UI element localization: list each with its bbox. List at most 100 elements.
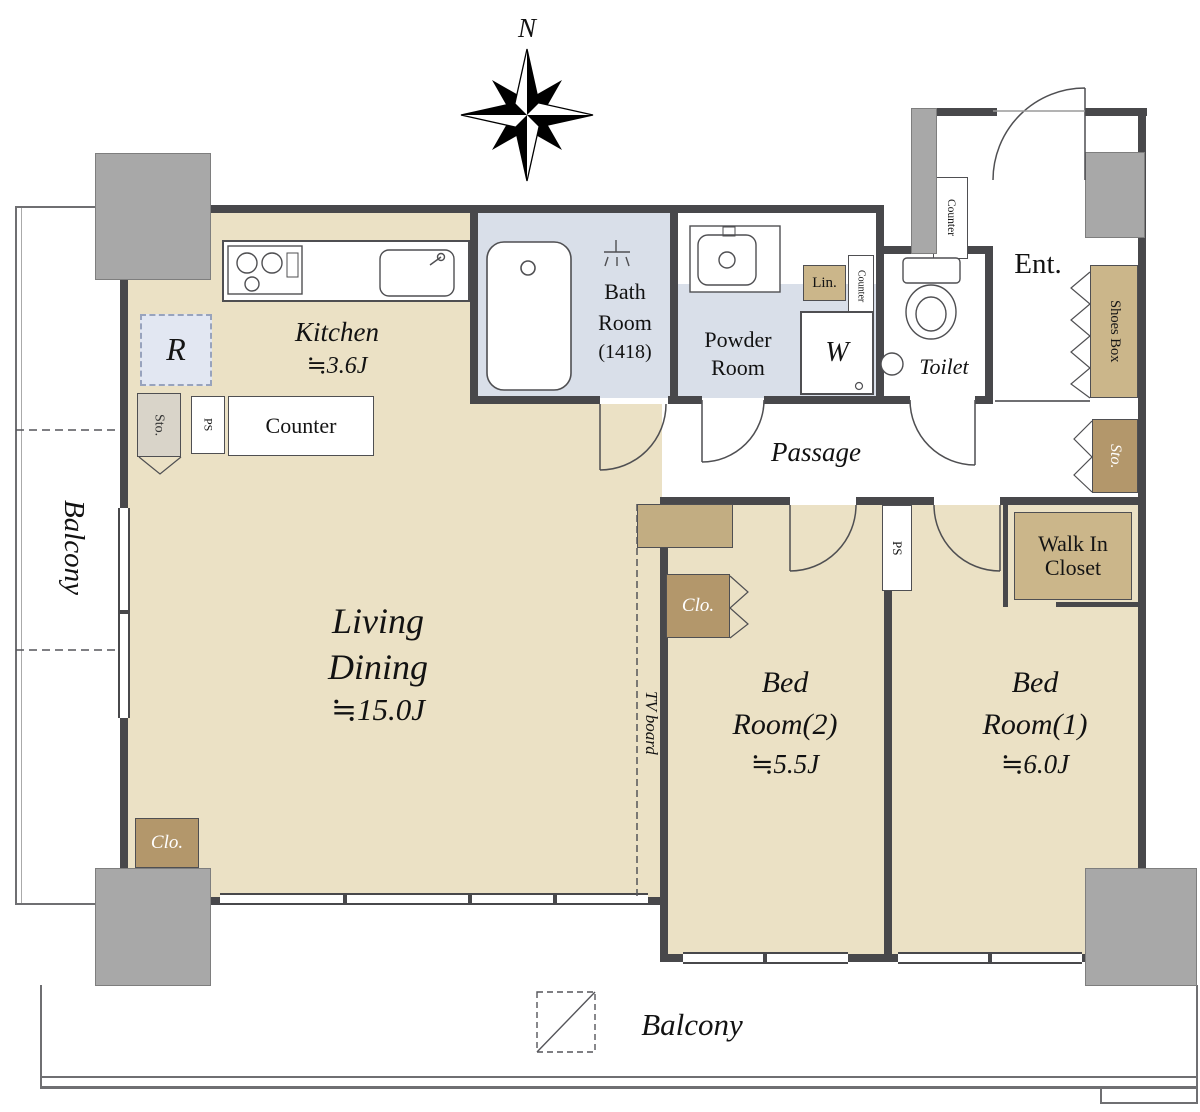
bath-line1: Bath: [604, 279, 646, 304]
window: [220, 893, 648, 905]
balcony-rail: [15, 903, 122, 905]
bedroom1-line1: Bed: [1011, 666, 1059, 699]
passage-label: Passage: [771, 437, 861, 467]
dashed-line: [16, 429, 638, 898]
bath-label: Bath Room (1418): [578, 276, 672, 367]
counter-powder: Counter: [848, 255, 874, 317]
living-line1: Living: [331, 601, 424, 641]
balcony-rail: [21, 206, 22, 905]
balcony-rail: [40, 1086, 1198, 1089]
window-mullion: [468, 893, 472, 905]
wall: [1138, 108, 1146, 962]
bedroom2-size: ≒5.5J: [750, 749, 820, 779]
compass-north-label: N: [517, 13, 536, 43]
wall: [1056, 602, 1138, 607]
shower-icon: [604, 240, 630, 267]
bath-line2: Room: [598, 310, 652, 336]
shoes-box-label: Shoes Box: [1106, 300, 1123, 363]
wall: [985, 246, 993, 404]
pipe-shaft-kitchen-label: PS: [201, 418, 216, 432]
closet-upper-block: [637, 504, 733, 548]
wall: [670, 205, 678, 404]
balcony-rail: [1196, 985, 1198, 1104]
entrance-step-line: [995, 400, 1090, 402]
washing-machine-box: W: [800, 311, 874, 395]
bathtub-icon: [486, 241, 572, 391]
storage-kitchen: Sto.: [137, 393, 181, 457]
closet-bedroom2-label: Clo.: [681, 594, 715, 616]
entrance-label: Ent.: [1014, 248, 1062, 280]
washer-dial-icon: [854, 381, 864, 391]
bedroom1-label: Bed Room(1) ≒6.0J: [950, 662, 1120, 784]
wall: [668, 396, 702, 404]
living-floor-east: [470, 404, 662, 900]
living-dining-label: Living Dining ≒15.0J: [288, 598, 468, 730]
closet-living: Clo.: [135, 818, 199, 868]
wall: [913, 108, 997, 116]
counter-entrance: Counter: [933, 177, 968, 259]
column: [911, 108, 937, 254]
refrigerator-label: R: [166, 331, 186, 368]
balcony-bottom-label: Balcony: [641, 1007, 743, 1042]
storage-kitchen-label: Sto.: [151, 413, 167, 437]
door-arc: [599, 87, 1086, 572]
kitchen-label: Kitchen: [295, 317, 379, 347]
wall: [1000, 497, 1138, 505]
wall: [668, 497, 790, 505]
walk-in-closet-line1: Walk In: [1038, 530, 1108, 556]
wall: [660, 497, 668, 962]
balcony-rail: [15, 206, 95, 208]
column: [95, 868, 211, 986]
living-size: ≒15.0J: [331, 692, 425, 728]
storage-entrance: Sto.: [1092, 419, 1138, 493]
balcony-rail: [1100, 1102, 1198, 1104]
column: [1085, 868, 1197, 986]
sink-icon: [379, 249, 455, 297]
counter-powder-label: Counter: [855, 269, 867, 303]
powder-label: Powder Room: [676, 326, 800, 381]
balcony-rail: [40, 985, 42, 1088]
window-mullion: [988, 952, 992, 964]
wall: [470, 205, 478, 404]
linen-cabinet: Lin.: [803, 265, 846, 301]
window-mullion: [763, 952, 767, 964]
refrigerator-box: R: [140, 314, 212, 386]
window-mullion: [553, 893, 557, 905]
bedroom2-line1: Bed: [761, 666, 809, 699]
stove-icon: [227, 245, 303, 295]
column: [95, 153, 211, 280]
wall: [470, 396, 600, 404]
tv-board-label: TV board: [642, 690, 661, 755]
vanity-sink-icon: [689, 225, 781, 293]
evacuation-hatch-icon: [536, 991, 596, 1053]
wall: [764, 396, 910, 404]
balcony-rail: [40, 1076, 1196, 1078]
bedroom2-line2: Room(2): [732, 708, 838, 741]
column: [1085, 152, 1145, 238]
counter-entrance-label: Counter: [944, 199, 957, 237]
bedroom1-line2: Room(1): [982, 708, 1088, 741]
wall: [120, 205, 884, 213]
pipe-shaft-bedroom: PS: [882, 505, 912, 591]
pipe-shaft-bedroom-label: PS: [890, 540, 906, 556]
shoes-box: Shoes Box: [1090, 265, 1138, 398]
walk-in-closet-line2: Closet: [1044, 555, 1102, 580]
closet-living-label: Clo.: [150, 831, 184, 853]
closet-bedroom2: Clo.: [666, 574, 730, 638]
wall: [876, 205, 884, 404]
storage-entrance-label: Sto.: [1106, 443, 1124, 469]
bedroom2-label: Bed Room(2) ≒5.5J: [700, 662, 870, 784]
toilet-label: Toilet: [919, 354, 969, 379]
powder-line2: Room: [711, 354, 765, 380]
window-mullion: [118, 610, 130, 614]
wall: [975, 396, 993, 404]
pipe-shaft-kitchen: PS: [191, 396, 225, 454]
compass-icon: [460, 48, 594, 182]
wall: [884, 497, 892, 962]
wall: [856, 497, 934, 505]
balcony-rail: [1100, 1086, 1102, 1104]
walk-in-closet-box: Walk In Closet: [1014, 512, 1132, 600]
balcony-rail: [15, 206, 17, 905]
powder-line1: Powder: [704, 327, 772, 352]
